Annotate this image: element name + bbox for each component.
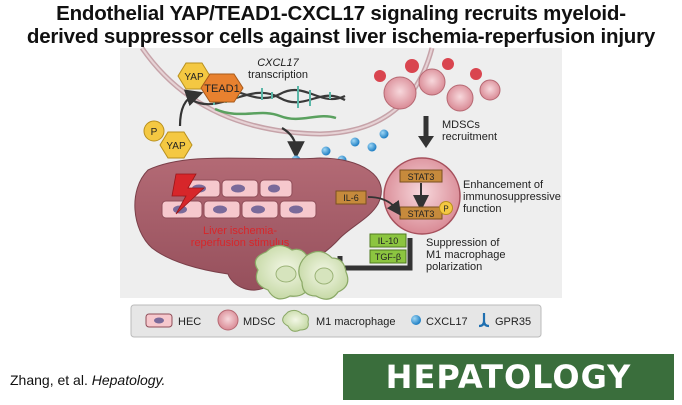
legend-m1-label: M1 macrophage bbox=[316, 316, 396, 328]
citation: Zhang, et al. Hepatology. bbox=[10, 372, 165, 388]
journal-logo: HEPATOLOGY bbox=[343, 354, 674, 400]
il6-box bbox=[335, 190, 367, 205]
legend-gpr35-label: GPR35 bbox=[495, 316, 531, 328]
recruitment-line-1: MDSCs bbox=[442, 119, 480, 131]
p-yap-hexagon bbox=[159, 131, 193, 159]
m1-macrophages bbox=[254, 244, 349, 300]
legend-cxcl17-label: CXCL17 bbox=[426, 316, 468, 328]
suppression-line-1: Suppression of bbox=[426, 237, 500, 249]
il6-label: IL-6 bbox=[343, 193, 359, 203]
p-yap-label: YAP bbox=[166, 141, 186, 152]
enhancement-line-2: immunosuppressive bbox=[463, 191, 561, 203]
legend-cxcl17-icon bbox=[411, 315, 421, 325]
il10-box bbox=[369, 233, 407, 248]
phospho-p-label: P bbox=[151, 127, 158, 138]
yap-label: YAP bbox=[184, 72, 204, 83]
translocation-arrow bbox=[178, 89, 204, 127]
legend-mdsc-label: MDSC bbox=[243, 316, 275, 328]
il10-label: IL-10 bbox=[378, 236, 399, 246]
stat3-bottom-label: STAT3 bbox=[408, 209, 435, 219]
stat3-p-circle bbox=[439, 201, 453, 215]
stat3-top-box bbox=[399, 169, 443, 183]
stimulus-line-2: reperfusion stimulus bbox=[191, 237, 290, 249]
recruitment-line-2: recruitment bbox=[442, 131, 497, 143]
tgfb-label: TGF-β bbox=[375, 252, 401, 262]
secretion-arrow bbox=[281, 127, 305, 159]
hec-cells bbox=[161, 179, 317, 219]
tgfb-box bbox=[369, 249, 407, 264]
legend-m1-icon bbox=[282, 309, 309, 332]
legend-mdsc-icon bbox=[217, 309, 239, 331]
tead1-hexagon bbox=[200, 73, 244, 103]
title-line-2: derived suppressor cells against liver i… bbox=[26, 25, 656, 48]
suppression-line-2: M1 macrophage bbox=[426, 249, 506, 261]
title-line-1: Endothelial YAP/TEAD1-CXCL17 signaling r… bbox=[56, 2, 626, 25]
stat3-top-label: STAT3 bbox=[408, 172, 435, 182]
enhancement-line-3: function bbox=[463, 203, 502, 215]
phospho-p-circle bbox=[143, 120, 165, 142]
legend-hec-label: HEC bbox=[178, 316, 201, 328]
transcription-word: transcription bbox=[248, 69, 308, 81]
page-title: Endothelial YAP/TEAD1-CXCL17 signaling r… bbox=[0, 2, 682, 48]
suppression-line-3: polarization bbox=[426, 261, 482, 273]
inhibition-line bbox=[340, 238, 413, 271]
stimulus-line-1: Liver ischemia- bbox=[203, 225, 277, 237]
citation-authors: Zhang, et al. bbox=[10, 372, 92, 388]
lightning-bolt-icon bbox=[171, 173, 206, 215]
legend-gpr35-icon bbox=[478, 313, 490, 328]
enhancement-line-1: Enhancement of bbox=[463, 179, 544, 191]
tead1-label: TEAD1 bbox=[204, 83, 239, 95]
transcription-gene: CXCL17 bbox=[257, 57, 299, 69]
citation-journal: Hepatology. bbox=[91, 372, 166, 388]
circulating-mdscs bbox=[374, 58, 501, 112]
stat3-p-label: P bbox=[443, 205, 448, 214]
